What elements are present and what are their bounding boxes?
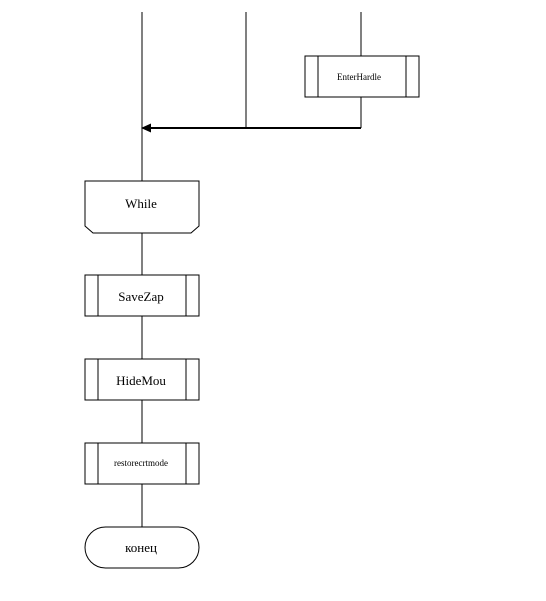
terminator-end-label: конец bbox=[125, 540, 157, 555]
process-hide-mou-label: HideMou bbox=[116, 373, 166, 388]
merge-arrow-head bbox=[141, 123, 151, 133]
loop-while-label: While bbox=[125, 196, 157, 211]
process-restore-crt-mode-label: restorecrtmode bbox=[114, 458, 168, 468]
process-hide-mou: HideMou bbox=[84, 358, 200, 401]
process-save-zap: SaveZap bbox=[84, 274, 200, 317]
process-save-zap-label: SaveZap bbox=[118, 289, 163, 304]
process-enter-handle-box bbox=[304, 55, 420, 98]
process-restore-crt-mode-box bbox=[84, 442, 200, 485]
process-enter-handle: EnterHardle bbox=[304, 55, 420, 98]
terminator-end-shape bbox=[84, 526, 200, 569]
loop-while-shape bbox=[84, 180, 200, 234]
process-enter-handle-label: EnterHardle bbox=[337, 72, 381, 82]
process-restore-crt-mode: restorecrtmode bbox=[84, 442, 200, 485]
terminator-end: конец bbox=[84, 526, 200, 569]
loop-while: While bbox=[84, 180, 200, 234]
process-hide-mou-box bbox=[84, 358, 200, 401]
